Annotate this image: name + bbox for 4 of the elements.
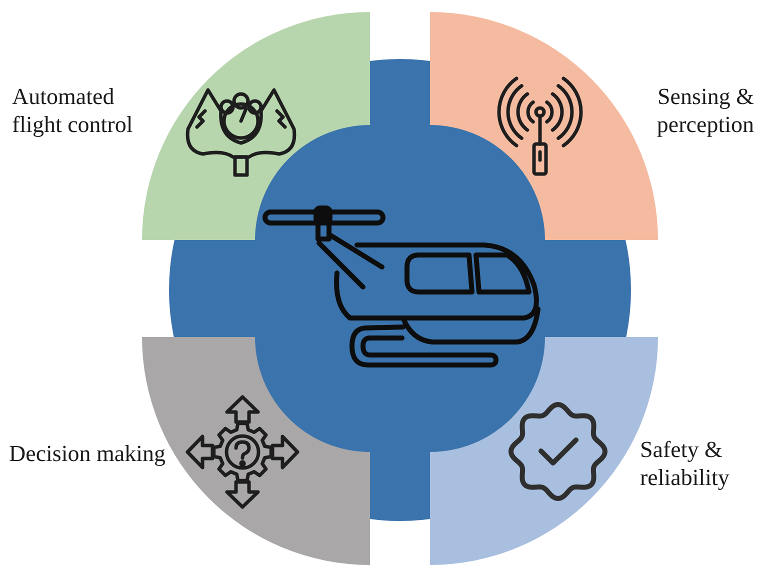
segment-label: Decision making <box>9 440 166 468</box>
segment-label: Automated flight control <box>12 83 134 139</box>
segment-label: Safety & reliability <box>640 436 730 492</box>
segment-label: Sensing & perception <box>656 83 754 139</box>
